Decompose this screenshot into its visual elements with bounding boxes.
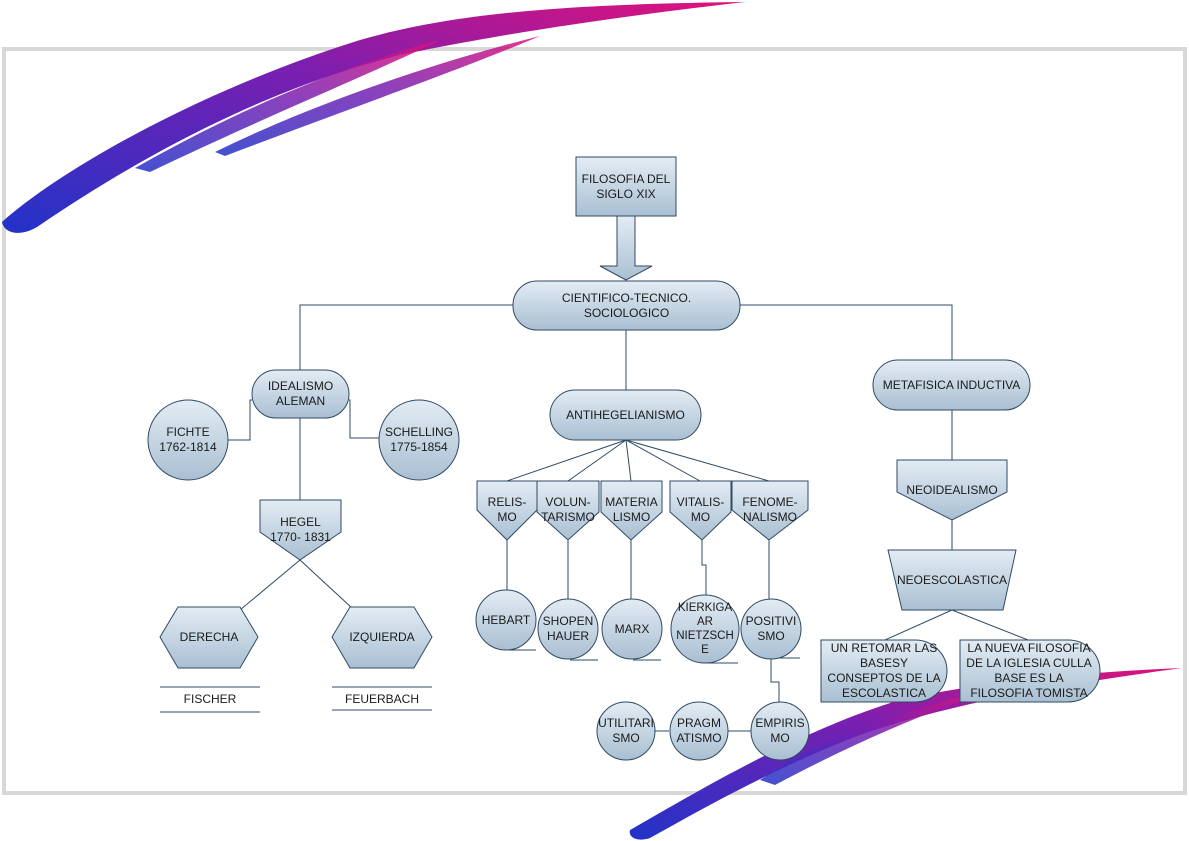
connector-anti-vitalismo	[625, 439, 701, 482]
connector-idealismo-fichte	[228, 399, 252, 441]
node-positivismo	[740, 598, 802, 660]
connector-positivismo-empirismo	[770, 658, 780, 703]
brush-stroke-top	[2, 2, 745, 233]
node-neoescolastica	[887, 549, 1017, 611]
node-fenomenalismo	[731, 480, 809, 541]
connector-anti-materialismo	[625, 439, 632, 482]
connector-neoescolastica-retomar	[884, 609, 953, 641]
node-hegel	[259, 499, 342, 561]
node-idealismo	[251, 369, 350, 419]
connector-hegel-izquierda	[299, 559, 353, 609]
node-kierkigaar	[670, 594, 740, 664]
node-izquierda	[331, 606, 433, 669]
connector-main-left	[299, 304, 513, 370]
connector-main-right	[740, 304, 953, 360]
connector-anti-voluntarismo	[567, 439, 627, 482]
node-voluntarismo	[536, 480, 600, 541]
connector-vitalismo-kierk	[701, 540, 707, 595]
node-fichte	[147, 399, 229, 481]
node-marx	[601, 598, 663, 660]
node-utilitarismo	[596, 701, 656, 761]
node-root	[575, 156, 677, 217]
connector-anti-fenomenalismo	[625, 439, 770, 482]
nodes	[147, 156, 1101, 761]
node-shopenhauer	[537, 598, 599, 660]
node-neoidealismo	[896, 459, 1008, 521]
node-nueva-filosofia	[959, 639, 1101, 703]
node-empirismo	[750, 701, 810, 761]
node-schelling	[378, 399, 460, 481]
connector-hegel-derecha	[239, 559, 301, 611]
connectors	[160, 304, 1029, 732]
node-materialismo	[600, 480, 663, 541]
node-relismo	[476, 480, 538, 541]
node-vitalismo	[669, 480, 732, 541]
node-hebart	[475, 589, 537, 651]
node-retomar	[820, 639, 948, 703]
connector-idealismo-schelling	[349, 399, 380, 439]
connector-anti-relismo	[506, 439, 627, 482]
node-main	[512, 280, 741, 331]
node-pragmatismo	[669, 701, 729, 761]
node-derecha	[159, 606, 259, 669]
node-antihegelianismo	[549, 389, 702, 441]
node-metafisica	[872, 359, 1031, 411]
arrow-root-main	[599, 215, 653, 281]
connector-neoescolastica-nueva	[951, 609, 1029, 641]
